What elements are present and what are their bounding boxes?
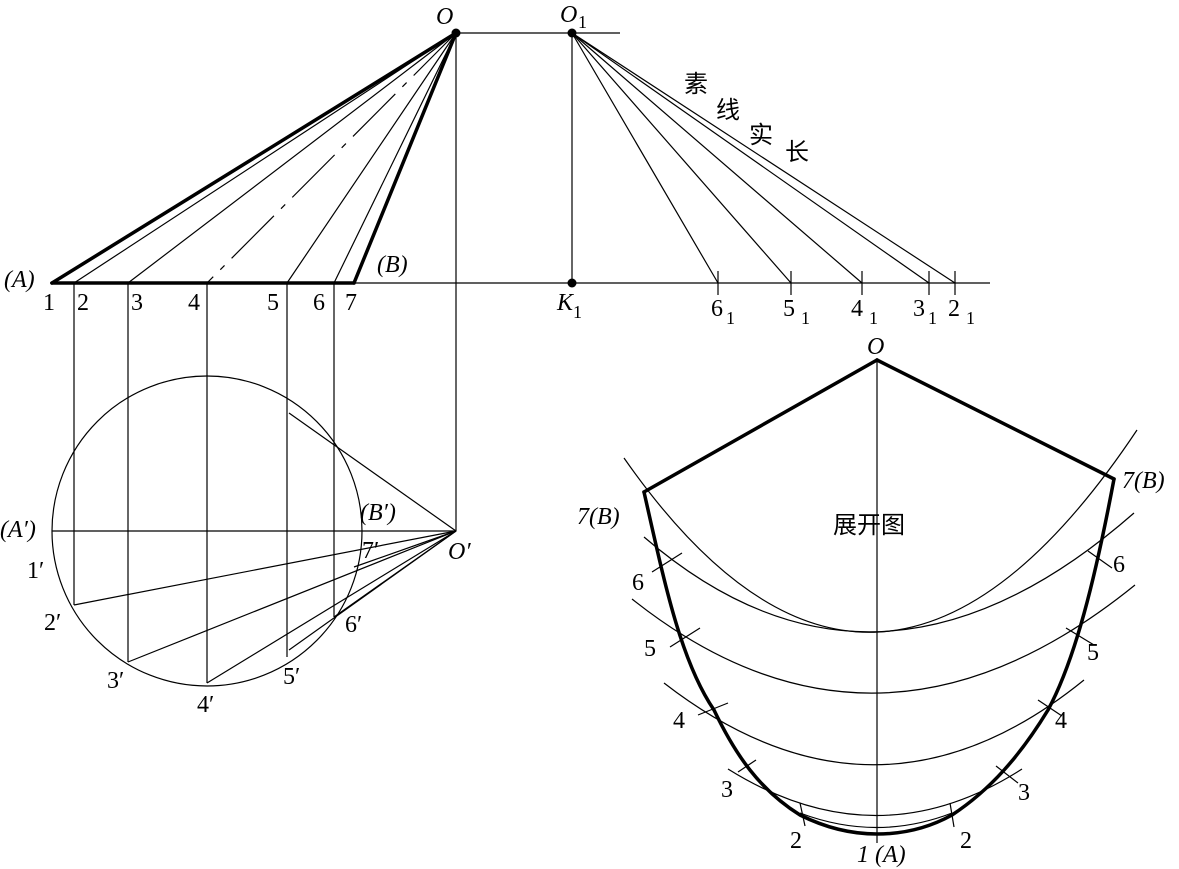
true-length-label-5-sub: 1 [801, 308, 810, 328]
true-length-label-4: 4 [851, 296, 863, 322]
foot-label-k: K [556, 290, 575, 316]
top-generator-3 [127, 530, 457, 663]
development-left-end-label: 7(B) [577, 504, 620, 530]
development-arc-5 [631, 584, 1136, 694]
development-arc-4 [663, 679, 1085, 766]
top-apex-label: O′ [448, 539, 471, 565]
true-length-line-4 [571, 32, 863, 284]
true-length-caption-char-1: 素 [684, 70, 708, 98]
true-length-label-3: 3 [913, 296, 925, 322]
front-generator-6 [333, 32, 457, 284]
base-number-5: 5 [267, 290, 279, 316]
development-view: O 展开图 7(B) 7(B) 1 (A) 6 5 4 3 2 6 5 4 3 … [577, 334, 1165, 868]
development-apex-label: O [867, 334, 884, 360]
true-length-caption-char-4: 长 [785, 138, 809, 166]
top-point-label-3: 3′ [107, 668, 124, 694]
base-number-6: 6 [313, 290, 325, 316]
dev-tick-left-4 [697, 702, 729, 716]
front-generator-3 [127, 32, 457, 284]
base-number-1: 1 [43, 290, 55, 316]
dev-tick-left-6 [651, 552, 683, 573]
base-number-4: 4 [188, 290, 200, 316]
apex-point-o [451, 28, 461, 38]
dev-tick-right-5 [1065, 627, 1095, 646]
dev-left-number-5: 5 [644, 636, 656, 662]
dev-tick-right-2 [949, 802, 955, 828]
foot-point-k1 [567, 278, 577, 288]
dev-tick-right-6 [1087, 550, 1113, 569]
apex-label-o1-sub: 1 [578, 12, 587, 32]
foot-label-k-sub: 1 [573, 302, 582, 322]
development-arc-2 [799, 812, 953, 829]
true-length-caption-char-2: 线 [716, 96, 740, 124]
top-generator-7 [353, 530, 457, 568]
top-generator-2 [73, 530, 457, 606]
dev-tick-right-3 [995, 765, 1019, 784]
dev-right-number-3: 3 [1018, 780, 1030, 806]
base-number-7: 7 [345, 290, 357, 316]
dev-tick-left-3 [737, 759, 757, 773]
top-generator-6 [333, 530, 457, 618]
top-point-label-4: 4′ [197, 692, 214, 718]
front-generator-4 [206, 32, 457, 284]
development-edge-right [875, 358, 1116, 481]
true-length-line-6 [571, 32, 719, 284]
true-length-label-2-sub: 1 [966, 308, 975, 328]
dev-tick-right-4 [1037, 699, 1063, 717]
true-length-caption-char-3: 实 [749, 121, 773, 149]
front-left-end-label: (A) [4, 267, 35, 293]
base-number-3: 3 [131, 290, 143, 316]
top-point-label-7: 7′ [362, 538, 379, 564]
dev-right-number-2: 2 [960, 828, 972, 854]
development-arc-6 [643, 512, 1135, 633]
top-point-label-6: 6′ [345, 612, 362, 638]
true-length-label-5: 5 [783, 296, 795, 322]
dev-right-number-5: 5 [1087, 640, 1099, 666]
true-length-label-4-sub: 1 [869, 308, 878, 328]
front-view: O O 1 K 1 6 1 5 1 4 1 3 1 2 1 素 线 [4, 2, 990, 531]
true-length-label-6-sub: 1 [726, 308, 735, 328]
development-bottom-label: 1 (A) [857, 842, 906, 868]
top-view: O′ (A′) (B′) 1′ 2′ 3′ 4′ 5′ 6′ 7′ [0, 283, 471, 718]
top-point-label-2: 2′ [44, 610, 61, 636]
top-left-label: (A′) [0, 517, 36, 543]
front-right-end-label: (B) [377, 252, 408, 278]
development-title: 展开图 [833, 511, 905, 539]
top-generator-4 [206, 530, 457, 684]
development-edge-left [642, 358, 879, 494]
true-length-label-6: 6 [711, 296, 723, 322]
true-length-line-2 [571, 32, 956, 284]
true-length-line-3 [571, 32, 930, 284]
base-number-2: 2 [77, 290, 89, 316]
dev-left-number-6: 6 [632, 570, 644, 596]
apex-label-o: O [436, 4, 453, 30]
dev-left-number-4: 4 [673, 708, 685, 734]
development-right-end-label: 7(B) [1122, 468, 1165, 494]
dev-right-number-4: 4 [1055, 708, 1067, 734]
dev-left-number-2: 2 [790, 828, 802, 854]
dev-tick-left-2 [799, 802, 806, 827]
dev-right-number-6: 6 [1113, 552, 1125, 578]
top-point-label-5: 5′ [283, 664, 300, 690]
true-length-label-3-sub: 1 [928, 308, 937, 328]
front-generator-5 [286, 32, 457, 284]
front-generator-2 [73, 32, 457, 284]
dev-tick-left-5 [669, 627, 701, 648]
true-length-label-2: 2 [948, 296, 960, 322]
top-tangent-upper [288, 412, 457, 532]
dev-left-number-3: 3 [721, 777, 733, 803]
apex-label-o1: O [560, 2, 577, 28]
true-length-line-5 [571, 32, 792, 284]
development-contour [642, 477, 1116, 836]
top-point-label-1: 1′ [27, 558, 44, 584]
top-right-label: (B′) [360, 500, 396, 526]
